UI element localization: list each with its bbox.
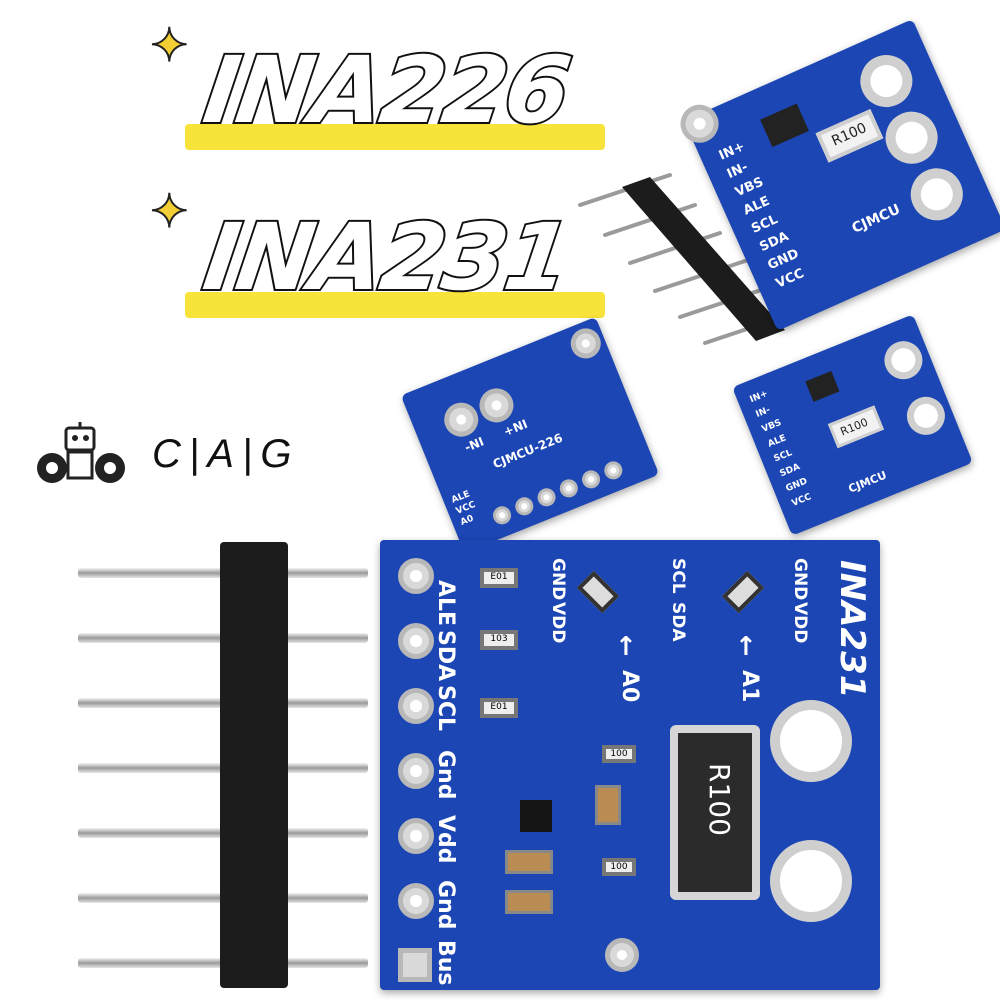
- header-pad-5: [398, 818, 434, 854]
- side-label-a0: A0: [459, 513, 476, 528]
- header-pad: [601, 458, 626, 483]
- resistor-value: R100: [838, 415, 870, 439]
- a1-label-vdd: VDD: [790, 602, 810, 644]
- sparkle-icon-1: ✦: [149, 18, 190, 72]
- sparkle-icon-2: ✦: [149, 184, 190, 238]
- a0-label-vdd: VDD: [548, 602, 568, 644]
- header-pad: [579, 467, 603, 492]
- pin-header-diagonal: [560, 165, 800, 355]
- a0-label-sda: SDA: [668, 602, 688, 642]
- solder-jumper-a1: [721, 570, 765, 614]
- smd-capacitor: [505, 850, 553, 874]
- product-title-ina231: INA231: [196, 202, 578, 313]
- pin-header-large: [70, 540, 370, 990]
- solder-jumper-a0: [576, 570, 620, 614]
- ic-chip: [760, 103, 809, 148]
- header-pad-1: [398, 558, 434, 594]
- pin-label-ale: ALE: [766, 433, 788, 450]
- a1-label: A1: [737, 670, 762, 703]
- robot-logo-icon: [30, 422, 130, 492]
- title-highlight-2: [185, 292, 605, 318]
- pin-label-in-minus: IN-: [724, 159, 751, 182]
- smd-component: 100: [602, 745, 636, 763]
- smd-capacitor: [505, 890, 553, 914]
- board-mount-hole: [566, 323, 606, 363]
- resistor-value: R100: [829, 120, 870, 150]
- ic-chip: [805, 371, 840, 402]
- label-plus-in: +NI: [501, 416, 530, 439]
- board-ina231-main: ALE SDA SCL Gnd Vdd Gnd Bus E01 103 E01 …: [380, 540, 880, 990]
- pin-label-scl: SCL: [772, 448, 794, 465]
- terminal-pad-2: [901, 391, 951, 441]
- pin-label-bus: Bus: [433, 940, 458, 986]
- a1-arrow-icon: ↑: [735, 632, 757, 662]
- terminal-pad-3: [902, 160, 972, 229]
- shunt-resistor: R100: [670, 725, 760, 900]
- smd-code: 100: [610, 862, 628, 872]
- pin-label-ale: ALE: [433, 580, 458, 627]
- maker-label: CJMCU: [849, 201, 903, 237]
- smd-code: 103: [490, 634, 508, 644]
- resistor-value: R100: [703, 763, 736, 836]
- shunt-resistor: R100: [827, 405, 884, 449]
- pin-label-sda: SDA: [778, 462, 802, 480]
- current-terminal-1: [770, 700, 852, 782]
- a0-arrow-icon: ↑: [615, 632, 637, 662]
- terminal-pad-1: [878, 335, 929, 385]
- board-title: INA231: [832, 560, 872, 699]
- pin-label-scl: SCL: [433, 685, 458, 732]
- a0-label-scl: SCL: [668, 558, 688, 594]
- smd-component: 100: [602, 858, 636, 876]
- pin-label-vbs: VBS: [760, 417, 784, 435]
- smd-component: 103: [480, 630, 518, 650]
- maker-label: CJMCU: [846, 468, 889, 496]
- pin-label-vdd: Vdd: [433, 815, 458, 864]
- header-pad: [512, 494, 537, 519]
- current-terminal-2: [770, 840, 852, 922]
- smd-capacitor: [595, 785, 621, 825]
- a0-label-gnd: GND: [548, 558, 568, 601]
- pin-label-in-minus: IN-: [754, 405, 772, 420]
- header-pad-7-square: [398, 948, 432, 982]
- pin-label-gnd: Gnd: [433, 750, 458, 800]
- a0-label: A0: [617, 670, 642, 703]
- label-minus-in: -NI: [462, 434, 486, 455]
- header-pad: [534, 485, 559, 510]
- smd-code: E01: [490, 702, 508, 712]
- via-pad: [605, 938, 639, 972]
- board-mount-hole: [674, 98, 725, 149]
- pin-label-in-plus: IN+: [748, 388, 770, 406]
- ic-chip: [520, 800, 552, 832]
- brand-name: C|A|G: [152, 432, 300, 476]
- terminal-pad-1: [852, 46, 921, 116]
- smd-component: E01: [480, 568, 518, 588]
- header-pad: [557, 476, 581, 501]
- product-title-ina226: INA226: [196, 35, 578, 146]
- header-pad-4: [398, 753, 434, 789]
- smd-component: E01: [480, 698, 518, 718]
- header-pad-2: [398, 623, 434, 659]
- header-pad-3: [398, 688, 434, 724]
- terminal-pad-2: [877, 103, 946, 173]
- title-highlight-1: [185, 124, 605, 150]
- smd-code: 100: [610, 749, 628, 759]
- header-pad: [490, 503, 514, 528]
- pin-label-sda: SDA: [433, 630, 458, 682]
- header-plastic-body: [220, 542, 288, 988]
- a1-label-gnd: GND: [790, 558, 810, 601]
- shunt-resistor: R100: [815, 108, 884, 163]
- pin-label-gnd: GND: [784, 476, 809, 495]
- pin-label-vcc: VCC: [790, 492, 813, 509]
- smd-code: E01: [490, 572, 508, 582]
- board-name: CJMCU-226: [490, 430, 565, 472]
- header-pad-6: [398, 883, 434, 919]
- pin-label-gnd-2: Gnd: [433, 880, 458, 930]
